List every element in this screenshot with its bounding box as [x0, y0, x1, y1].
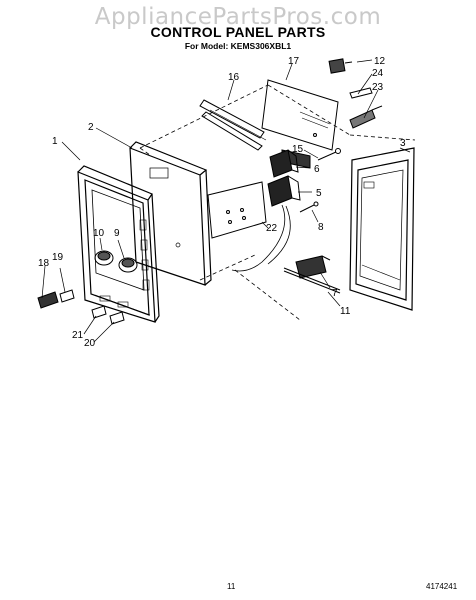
callout-15: 15 [292, 144, 304, 155]
callout-5: 5 [316, 188, 322, 199]
callout-2: 2 [88, 122, 94, 133]
wire-harness [231, 204, 291, 272]
watermark: AppliancePartsPros.com [94, 4, 382, 30]
callout-labels: 1 2 3 5 6 7 8 9 10 11 12 15 16 17 18 19 … [38, 56, 406, 349]
part-23 [349, 105, 383, 129]
callout-16: 16 [228, 72, 240, 83]
part-18 [37, 291, 59, 309]
part-6 [269, 149, 299, 178]
part-20 [109, 311, 125, 325]
part-11-rod [283, 267, 341, 294]
callout-1: 1 [52, 136, 58, 147]
callout-17: 17 [288, 56, 300, 67]
document-number: 4174241 [426, 582, 458, 591]
side-frame-panel [349, 147, 415, 311]
callout-23: 23 [372, 82, 384, 93]
part-15-screw [317, 148, 341, 161]
knob-9 [118, 257, 138, 273]
callout-7: 7 [332, 288, 338, 299]
page-number: 11 [227, 582, 236, 591]
callout-21: 21 [72, 330, 84, 341]
callout-12: 12 [374, 56, 386, 67]
callout-8: 8 [318, 222, 324, 233]
front-control-panel [77, 165, 160, 323]
part-8-screw [299, 201, 319, 213]
callout-10: 10 [93, 228, 105, 239]
part-19 [59, 289, 75, 303]
part-22-board [207, 181, 267, 239]
part-7 [295, 255, 331, 279]
diagram-title: CONTROL PANEL PARTS [150, 24, 326, 40]
assembly-guide-lines [139, 84, 416, 321]
callout-22: 22 [266, 223, 278, 234]
part-12 [328, 58, 353, 74]
leader-lines [41, 59, 411, 343]
callout-24: 24 [372, 68, 384, 79]
callout-20: 20 [84, 338, 96, 349]
callout-11: 11 [340, 306, 351, 317]
callout-18: 18 [38, 258, 50, 269]
part-21 [91, 305, 107, 319]
backing-panel [129, 141, 212, 286]
part-5 [267, 175, 301, 207]
callout-19: 19 [52, 252, 64, 263]
callout-9: 9 [114, 228, 120, 239]
part-24 [349, 87, 373, 99]
callout-6: 6 [314, 164, 320, 175]
knob-10 [94, 250, 114, 266]
mounting-bracket [199, 99, 267, 151]
model-subtitle: For Model: KEMS306XBL1 [184, 41, 292, 51]
callout-3: 3 [400, 138, 406, 149]
